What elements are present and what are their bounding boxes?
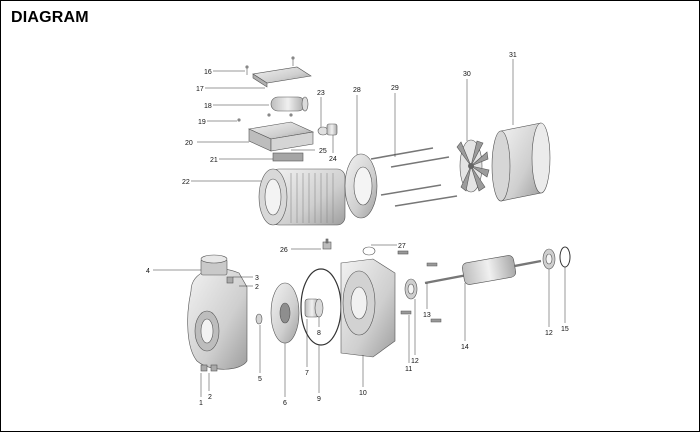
label-6: 6	[283, 400, 287, 407]
label-26: 26	[280, 247, 288, 254]
label-5: 5	[258, 376, 262, 383]
label-20: 20	[185, 140, 193, 147]
label-2a: 2	[255, 284, 259, 291]
part-oring-27	[362, 246, 409, 256]
part-screws-19	[237, 113, 293, 122]
part-impeller	[270, 282, 300, 344]
label-22: 22	[182, 179, 190, 186]
label-30: 30	[463, 71, 471, 78]
label-24: 24	[329, 156, 337, 163]
part-mechanical-seal	[304, 298, 324, 318]
part-number-labels: 16 17 18 19 20 21 22 23 24 25 28 29 30 3…	[146, 52, 569, 407]
leader-lines	[153, 59, 566, 397]
label-17: 17	[196, 86, 204, 93]
part-terminal-cover	[252, 66, 312, 88]
label-9: 9	[317, 396, 321, 403]
label-1: 1	[199, 400, 203, 407]
part-cable-gland	[317, 123, 338, 136]
label-2b: 2	[208, 394, 212, 401]
label-27: 27	[398, 243, 406, 250]
part-cooling-fan	[456, 139, 490, 193]
label-18: 18	[204, 103, 212, 110]
part-pump-casing	[187, 254, 248, 370]
part-capacitor	[270, 96, 309, 112]
part-bearing-front	[404, 278, 418, 300]
label-7: 7	[305, 370, 309, 377]
page-title: DIAGRAM	[11, 9, 89, 26]
label-15: 15	[561, 326, 569, 333]
label-28: 28	[353, 87, 361, 94]
label-31: 31	[509, 52, 517, 59]
label-3: 3	[255, 275, 259, 282]
part-screws-11-13	[400, 262, 442, 323]
label-13: 13	[423, 312, 431, 319]
part-screws-16	[245, 56, 295, 75]
part-motor-body	[258, 168, 346, 226]
label-16: 16	[204, 69, 212, 76]
part-end-shield	[344, 153, 378, 219]
part-tie-rods	[370, 147, 458, 207]
part-rotor-shaft	[424, 255, 542, 285]
part-drain-plugs	[200, 276, 234, 372]
part-wear-ring	[255, 313, 263, 325]
part-wave-washer	[559, 246, 571, 268]
label-14: 14	[461, 344, 469, 351]
label-10: 10	[359, 390, 367, 397]
label-21: 21	[210, 157, 218, 164]
part-terminal-box	[247, 121, 315, 152]
label-4: 4	[146, 268, 150, 275]
part-motor-bracket	[340, 258, 396, 358]
label-12a: 12	[411, 358, 419, 365]
part-terminal-board	[272, 152, 304, 162]
label-11: 11	[405, 366, 412, 373]
part-bearing-rear	[542, 248, 556, 270]
label-8: 8	[317, 330, 321, 337]
label-12b: 12	[545, 330, 553, 337]
label-19: 19	[198, 119, 206, 126]
part-fan-cover	[491, 122, 551, 202]
part-plug-26	[322, 238, 332, 250]
label-23: 23	[317, 90, 325, 97]
label-29: 29	[391, 85, 399, 92]
label-25: 25	[319, 148, 327, 155]
